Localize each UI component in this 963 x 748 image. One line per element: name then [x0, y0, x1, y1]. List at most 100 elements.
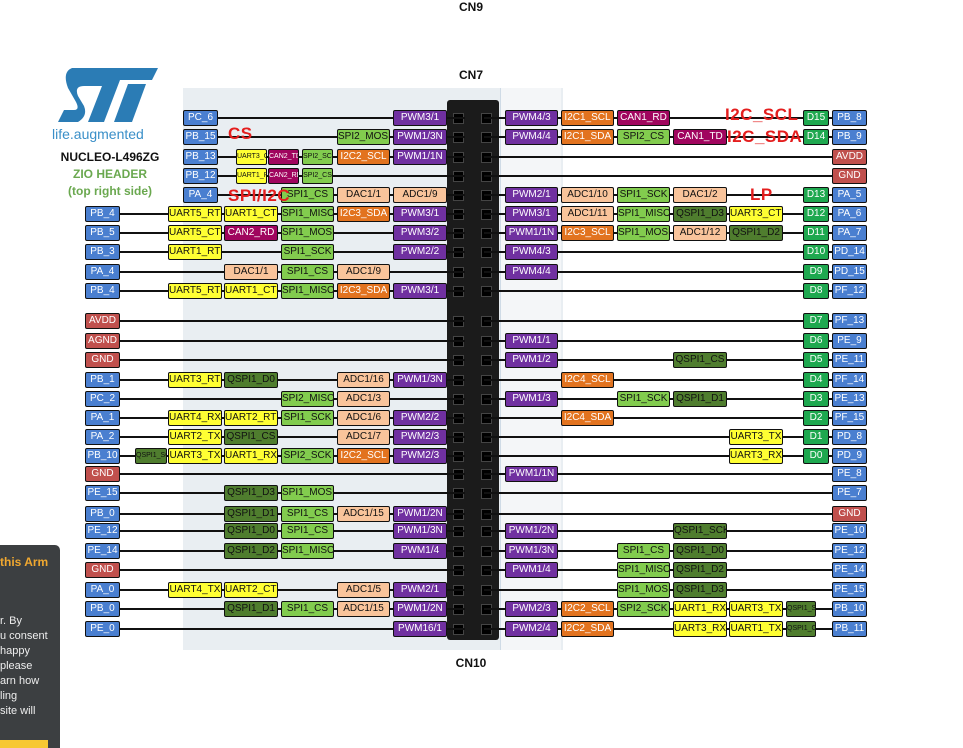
function-pwm2-1: PWM2/1 [393, 582, 447, 598]
function-spi2-cs: SPI2_CS [617, 129, 670, 145]
function-spi1-cs: SPI1_CS [281, 187, 334, 203]
function-pwm1-2n: PWM1/2N [393, 506, 447, 522]
pin-label-pe-12: PE_12 [832, 543, 867, 559]
function-spi1-miso: SPI1_MISO [617, 562, 670, 578]
function-i2c2-scl: I2C2_SCL [561, 601, 614, 617]
pin-label-gnd: GND [832, 506, 867, 522]
function-pwm1-3n: PWM1/3N [393, 129, 447, 145]
function-uart3-tx: UART3_TX [729, 429, 783, 445]
function-can1-rd: CAN1_RD [617, 110, 670, 126]
pin-label-pb-11: PB_11 [832, 621, 867, 637]
cookie-text-line: arn how [0, 675, 40, 687]
function-spi2-sck: SPI2_SCK [617, 601, 670, 617]
cn7-cn10-connector [447, 100, 499, 640]
function-can2-rd: CAN2_RD [224, 225, 278, 241]
arduino-pin-d5: D5 [803, 352, 829, 368]
function-uart5-rts: UART5_RTS [168, 283, 222, 299]
function-adc1-16: ADC1/16 [337, 372, 390, 388]
function-qspi1-d1: QSPI1_D1 [673, 391, 727, 407]
function-i2c4-sda: I2C4_SDA [561, 410, 614, 426]
function-pwm2-3: PWM2/3 [505, 601, 558, 617]
function-i2c2-sda: I2C2_SDA [561, 621, 614, 637]
connection-line [484, 290, 832, 292]
function-uart3-rx: UART3_RX [729, 448, 783, 464]
function-qspi1-d2: QSPI1_D2 [729, 225, 783, 241]
pin-label-gnd: GND [85, 352, 120, 368]
connection-line [484, 436, 832, 438]
function-spi2-sck: SPI2_SCK [281, 448, 334, 464]
arduino-pin-d0: D0 [803, 448, 829, 464]
connection-line [484, 320, 832, 322]
connection-line [115, 359, 465, 361]
function-i2c4-scl: I2C4_SCL [561, 372, 614, 388]
connection-line [484, 530, 832, 532]
function-qspi1-d2: QSPI1_D2 [673, 562, 727, 578]
function-can2-td: CAN2_TD [268, 149, 299, 165]
header-name: ZIO HEADER [72, 167, 147, 181]
annotation-lp: LP [750, 185, 773, 204]
function-qspi1-cs: QSPI1_CS [673, 352, 727, 368]
function-uart1-cts: UART1_CTS [224, 283, 278, 299]
pin-label-pb-0: PB_0 [85, 601, 120, 617]
pin-label-pd-14: PD_14 [832, 244, 867, 260]
arduino-pin-d3: D3 [803, 391, 829, 407]
function-uart3-rx: UART3_RX [673, 621, 727, 637]
pin-label-pb-10: PB_10 [85, 448, 120, 464]
arduino-pin-d10: D10 [803, 244, 829, 260]
function-i2c1-sda: I2C1_SDA [561, 129, 614, 145]
function-pwm1-1n: PWM1/1N [505, 225, 558, 241]
function-uart1-rx: UART1_RX [224, 448, 278, 464]
pin-label-pa-4: PA_4 [85, 264, 120, 280]
arduino-pin-d2: D2 [803, 410, 829, 426]
cookie-text-line: site will [0, 705, 36, 717]
cookie-accept-button[interactable] [0, 740, 48, 748]
function-adc1-12: ADC1/12 [673, 225, 727, 241]
connection-line [213, 117, 465, 119]
arduino-pin-d9: D9 [803, 264, 829, 280]
pin-label-pd-9: PD_9 [832, 448, 867, 464]
function-spi1-sck: SPI1_SCK [617, 187, 670, 203]
pin-label-pe-14: PE_14 [85, 543, 120, 559]
connection-line [484, 628, 832, 630]
function-uart4-tx: UART4_TX [168, 582, 222, 598]
function-pwm2-4: PWM2/4 [505, 621, 558, 637]
function-adc1-6: ADC1/6 [337, 410, 390, 426]
board-name: NUCLEO-L496ZG [60, 150, 160, 164]
function-qspi1-d3: QSPI1_D3 [224, 485, 278, 501]
function-pwm1-1n: PWM1/1N [505, 466, 558, 482]
function-pwm1-1n: PWM1/1N [393, 149, 447, 165]
function-uart1-rts: UART1_RTS [236, 168, 267, 184]
function-qspi1-d2: QSPI1_D2 [224, 543, 278, 559]
function-qspi1-d0: QSPI1_D0 [673, 543, 727, 559]
function-dac1-1: DAC1/1 [224, 264, 278, 280]
arduino-pin-d7: D7 [803, 313, 829, 329]
pin-label-pa-5: PA_5 [832, 187, 867, 203]
pin-label-pa-2: PA_2 [85, 429, 120, 445]
function-qspi1-sck: QSPI1_SCK [135, 448, 167, 464]
function-spi1-mosi: SPI1_MOSI [617, 225, 670, 241]
arduino-pin-d1: D1 [803, 429, 829, 445]
connection-line [115, 436, 465, 438]
connection-line [484, 513, 832, 515]
pin-label-pb-0: PB_0 [85, 506, 120, 522]
function-qspi1-sck: QSPI1_SCK [673, 523, 727, 539]
function-qspi1-d1: QSPI1_D1 [224, 506, 278, 522]
function-pwm1-3: PWM1/3 [505, 391, 558, 407]
function-spi1-cs: SPI1_CS [281, 506, 334, 522]
connection-line [484, 271, 832, 273]
function-i2c3-scl: I2C3_SCL [561, 225, 614, 241]
function-pwm2-2: PWM2/2 [393, 244, 447, 260]
function-i2c2-scl: I2C2_SCL [337, 149, 390, 165]
annotation-i2c-scl: I2C_SCL [725, 105, 799, 124]
function-uart1-cts: UART1_CTS [224, 206, 278, 222]
function-i2c3-sda: I2C3_SDA [337, 283, 390, 299]
function-adc1-9: ADC1/9 [393, 187, 447, 203]
function-pwm3-2: PWM3/2 [393, 225, 447, 241]
pin-label-pc-6: PC_6 [183, 110, 218, 126]
function-qspi1-d3: QSPI1_D3 [673, 206, 727, 222]
cn10-label: CN10 [455, 656, 487, 670]
function-pwm4-3: PWM4/3 [505, 110, 558, 126]
function-pwm16-1: PWM16/1 [393, 621, 447, 637]
pin-label-gnd: GND [832, 168, 867, 184]
